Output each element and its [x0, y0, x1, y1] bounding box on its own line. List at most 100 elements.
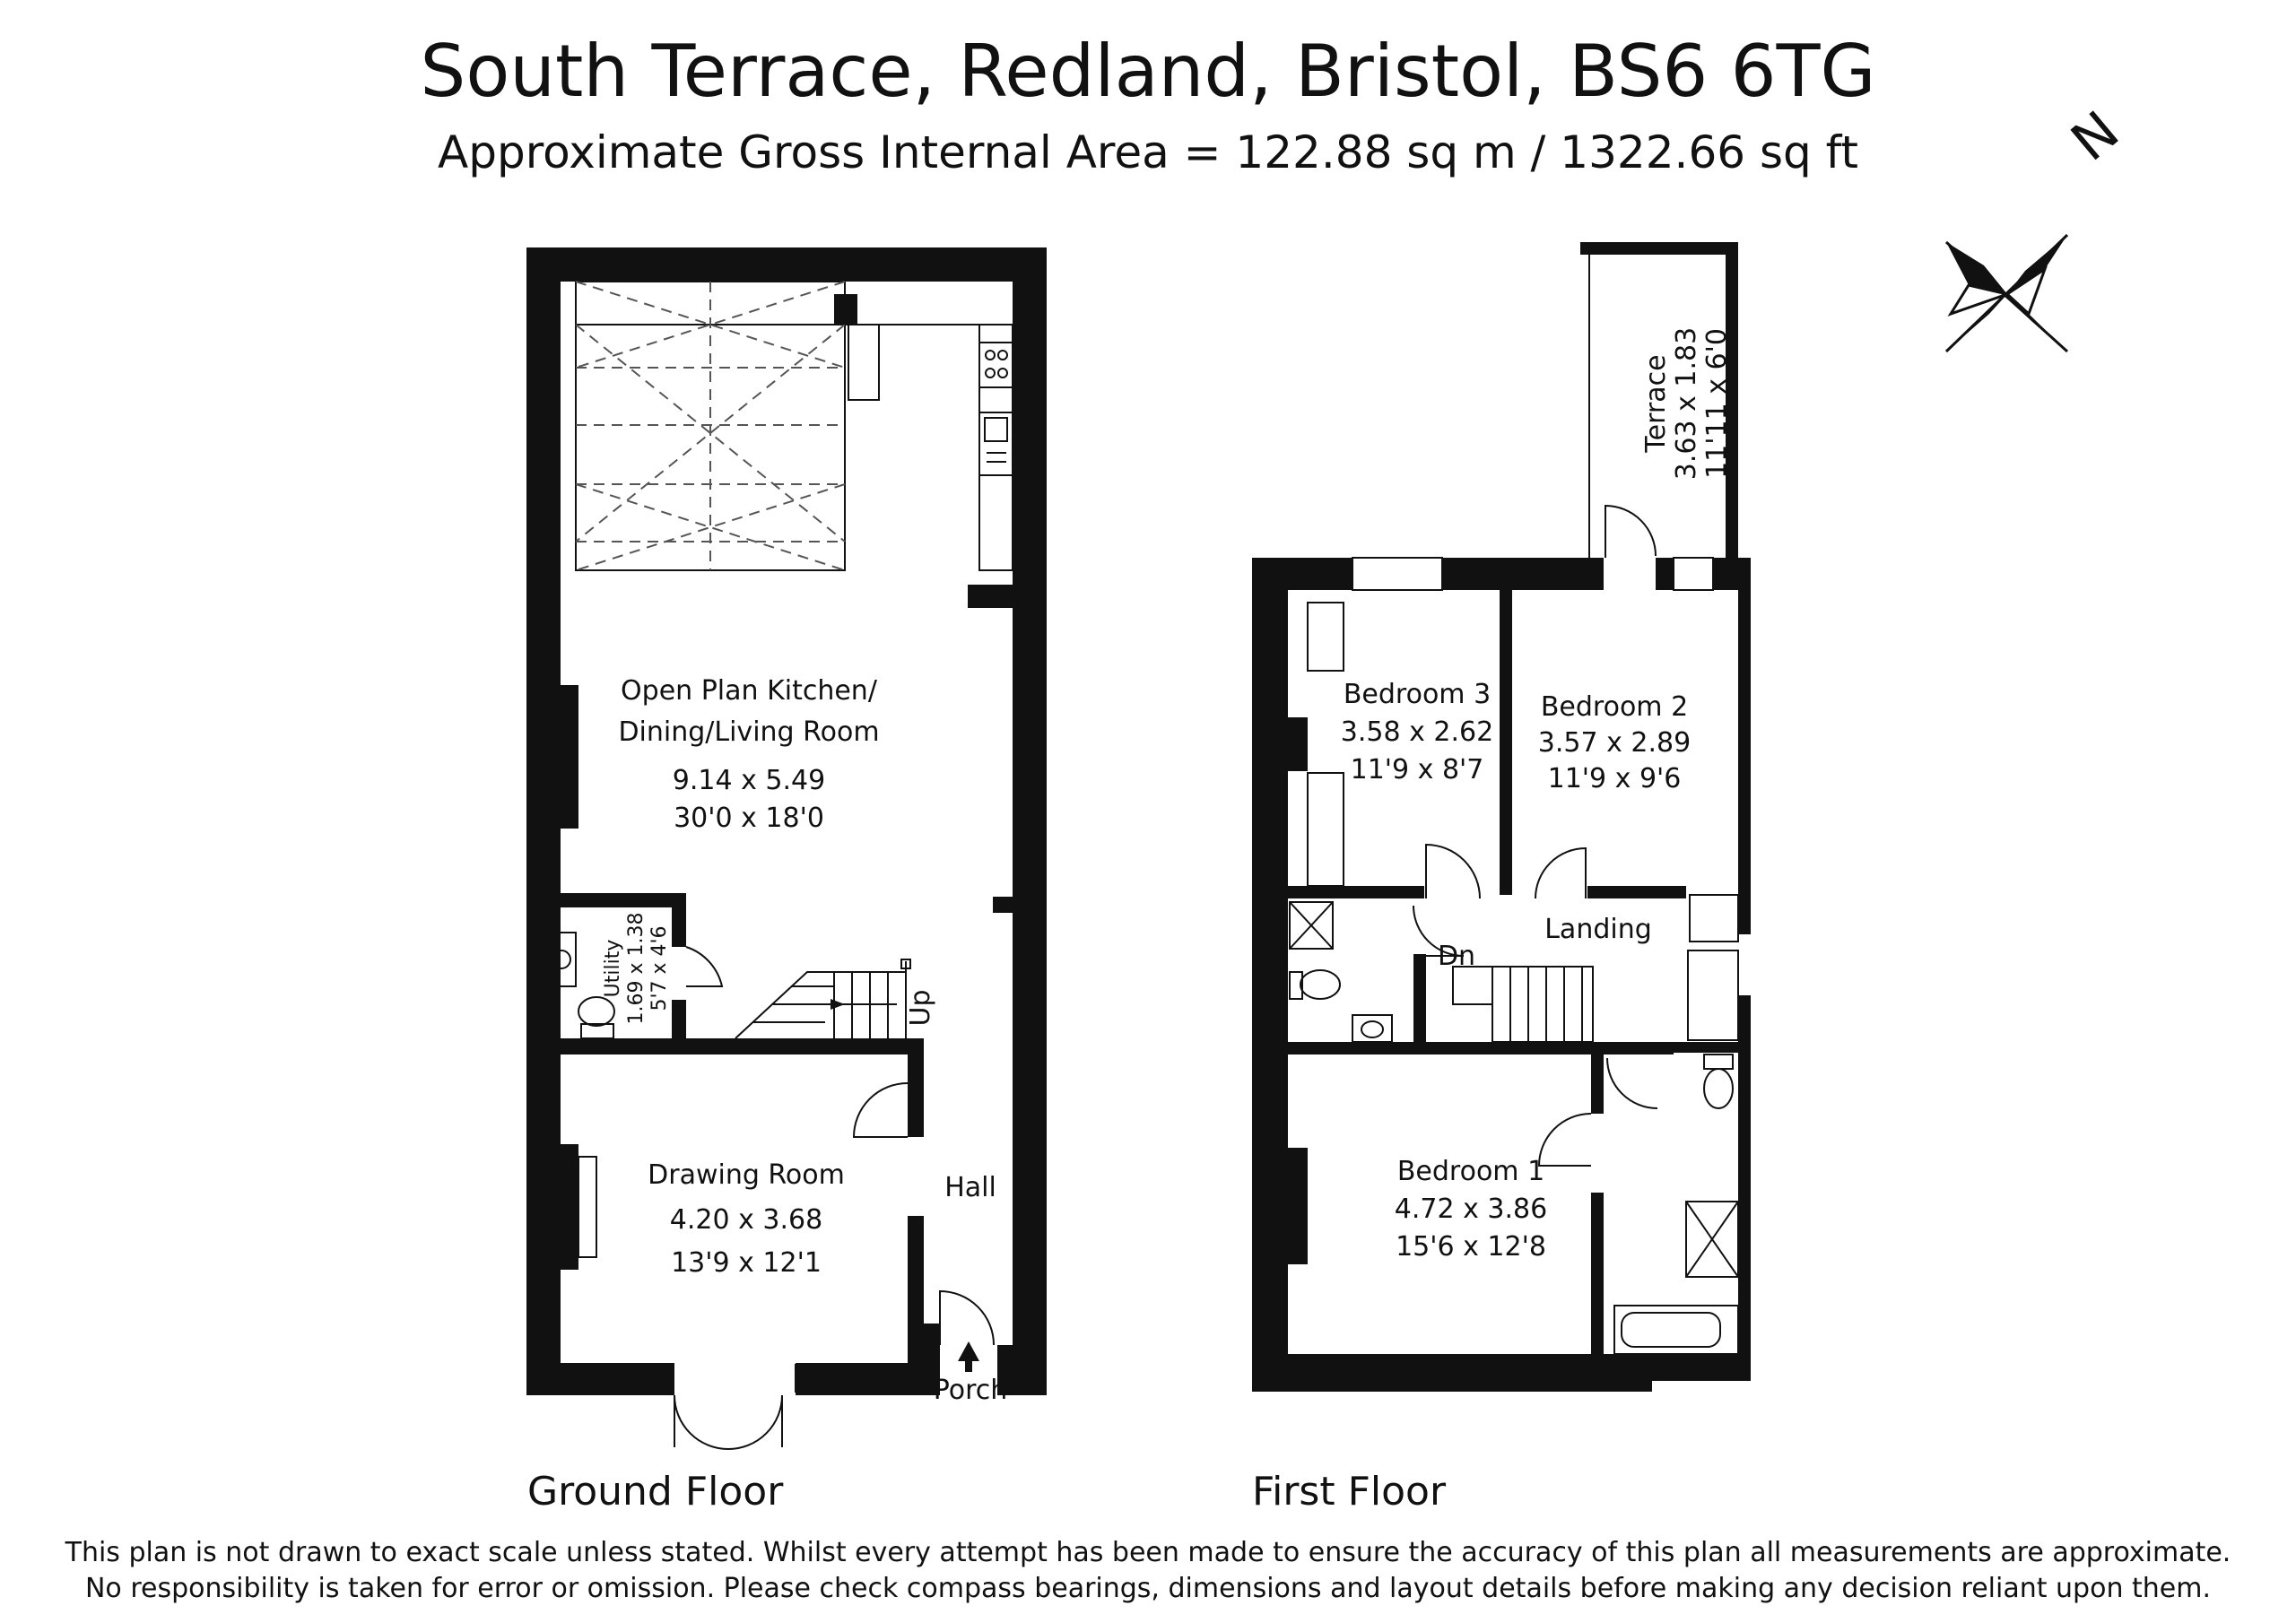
fireplace-icon: [578, 1156, 597, 1258]
wall-hall-upper: [908, 1038, 924, 1137]
kitchen-pier: [968, 585, 1013, 608]
wardrobe-bed3: [1307, 772, 1344, 887]
ground-wall-bottom-mid: [796, 1363, 926, 1395]
hob-icon: [978, 342, 1013, 388]
wall-ensuite-cap: [1670, 1042, 1751, 1053]
terrace-imperial: 11'11 x 6'0: [1701, 328, 1733, 479]
wall-bed3-bed2: [1500, 590, 1512, 895]
utility-imperial: 5'7 x 4'6: [648, 925, 671, 1011]
bedroom1-name: Bedroom 1: [1397, 1156, 1544, 1187]
wall-ensuite-top: [1591, 1042, 1604, 1114]
bathroom-door: [1413, 905, 1465, 957]
bath-icon: [1613, 1305, 1739, 1355]
window-icon: [795, 1364, 834, 1393]
ground-floor-label: Ground Floor: [527, 1469, 784, 1515]
bedroom3-imperial: 11'9 x 8'7: [1351, 754, 1484, 785]
terrace-name: Terrace: [1640, 354, 1672, 453]
wall-drawing-top: [561, 1038, 910, 1055]
terrace-wall-top: [1580, 242, 1738, 255]
kitchen-counter: [845, 324, 1013, 571]
first-wall-right-upper: [1738, 558, 1751, 934]
porch-name: Porch: [934, 1375, 1008, 1406]
compass-north-label: N: [2060, 100, 2131, 173]
wall-bath-bottom: [1288, 1042, 1413, 1055]
kitchen-name-line2: Dining/Living Room: [618, 716, 879, 748]
first-wall-right-lower: [1738, 995, 1751, 1381]
bedroom3-door: [1425, 843, 1481, 899]
ground-staircase: [735, 959, 911, 1039]
kitchen-metric: 9.14 x 5.49: [673, 765, 825, 796]
ground-wall-bottom-left: [526, 1363, 674, 1395]
first-floor-label: First Floor: [1252, 1469, 1447, 1515]
first-staircase: [1452, 966, 1594, 1043]
drawing-room-metric: 4.20 x 3.68: [670, 1204, 822, 1236]
ensuite-wc-icon: [1703, 1068, 1734, 1109]
ground-stairs-label: Up: [905, 989, 936, 1026]
ensuite-shower-icon: [1685, 1201, 1739, 1278]
window-icon: [1673, 557, 1714, 591]
hall-name: Hall: [944, 1172, 996, 1203]
disclaimer: This plan is not drawn to exact scale un…: [0, 1535, 2296, 1607]
bedroom3-name: Bedroom 3: [1344, 679, 1491, 710]
window-icon: [1352, 557, 1443, 591]
utility-wc-icon: [578, 996, 615, 1027]
plan-title: South Terrace, Redland, Bristol, BS6 6TG: [420, 30, 1876, 113]
bedroom3-metric: 3.58 x 2.62: [1341, 716, 1493, 748]
bedroom1-metric: 4.72 x 3.86: [1395, 1193, 1547, 1225]
ground-wall-right: [1013, 247, 1047, 1395]
chimney-breast-bed1: [1288, 1148, 1308, 1264]
first-floor-plan: Terrace 3.63 x 1.83 11'11 x 6'0 Bedroom …: [1252, 242, 1751, 1392]
first-wall-left: [1252, 558, 1288, 1392]
cupboard-bed3: [1307, 602, 1344, 672]
front-door: [939, 1289, 995, 1346]
hall-pier: [993, 897, 1013, 913]
cupboard-landing-2: [1687, 950, 1739, 1041]
disclaimer-line-1: This plan is not drawn to exact scale un…: [65, 1537, 2231, 1568]
first-stairs-label: Dn: [1438, 941, 1475, 972]
disclaimer-line-2: No responsibility is taken for error or …: [84, 1573, 2211, 1604]
bedroom2-name: Bedroom 2: [1541, 691, 1688, 723]
wall-bed3-bottom-left: [1288, 886, 1424, 898]
wall-bed2-bottom: [1587, 886, 1686, 898]
wall-ensuite-side: [1591, 1193, 1604, 1354]
kitchen-name-line1: Open Plan Kitchen/: [621, 675, 878, 707]
landing-door: [1606, 1057, 1658, 1109]
ground-floor-plan: Open Plan Kitchen/ Dining/Living Room 9.…: [526, 247, 1047, 1450]
entrance-arrow-icon: [958, 1341, 979, 1372]
compass-rose-icon: [1944, 233, 2069, 353]
ground-wall-top: [526, 247, 1047, 282]
first-wall-bottom-bath: [1652, 1354, 1751, 1381]
wall-bed1-top: [1413, 1042, 1674, 1055]
wall-utility-side-lower: [672, 1000, 686, 1040]
shower-icon: [1289, 901, 1334, 950]
wc-icon: [1300, 969, 1341, 1000]
utility-sink-icon: [548, 932, 577, 987]
drawing-room-imperial: 13'9 x 12'1: [671, 1247, 822, 1279]
terrace-wall-right: [1726, 242, 1738, 565]
basin-icon: [1352, 1014, 1393, 1043]
window-icon: [622, 1364, 661, 1393]
first-wall-bottom: [1252, 1354, 1652, 1392]
terrace-metric: 3.63 x 1.83: [1671, 327, 1702, 480]
sink-icon: [978, 412, 1013, 476]
drawing-room-door: [852, 1082, 909, 1138]
ground-wall-bottom-right: [997, 1345, 1047, 1395]
landing-name: Landing: [1544, 914, 1652, 945]
wall-utility-top: [561, 893, 686, 907]
cupboard-landing: [1689, 894, 1739, 942]
plan-subtitle: Approximate Gross Internal Area = 122.88…: [438, 126, 1858, 178]
wall-hall-lower: [908, 1216, 924, 1332]
wall-utility-side: [672, 893, 686, 947]
bedroom2-metric: 3.57 x 2.89: [1538, 727, 1691, 759]
chimney-breast-bed3: [1288, 717, 1308, 771]
wall-bath-right: [1413, 954, 1426, 1055]
kitchen-imperial: 30'0 x 18'0: [674, 803, 824, 834]
bedroom1-imperial: 15'6 x 12'8: [1396, 1231, 1546, 1263]
bedroom1-door: [1537, 1113, 1592, 1167]
roof-lantern: [575, 281, 996, 571]
french-doors: [674, 1394, 783, 1450]
utility-name: Utility: [602, 940, 624, 998]
terrace-door: [1605, 504, 1657, 558]
drawing-room-name: Drawing Room: [648, 1159, 845, 1191]
